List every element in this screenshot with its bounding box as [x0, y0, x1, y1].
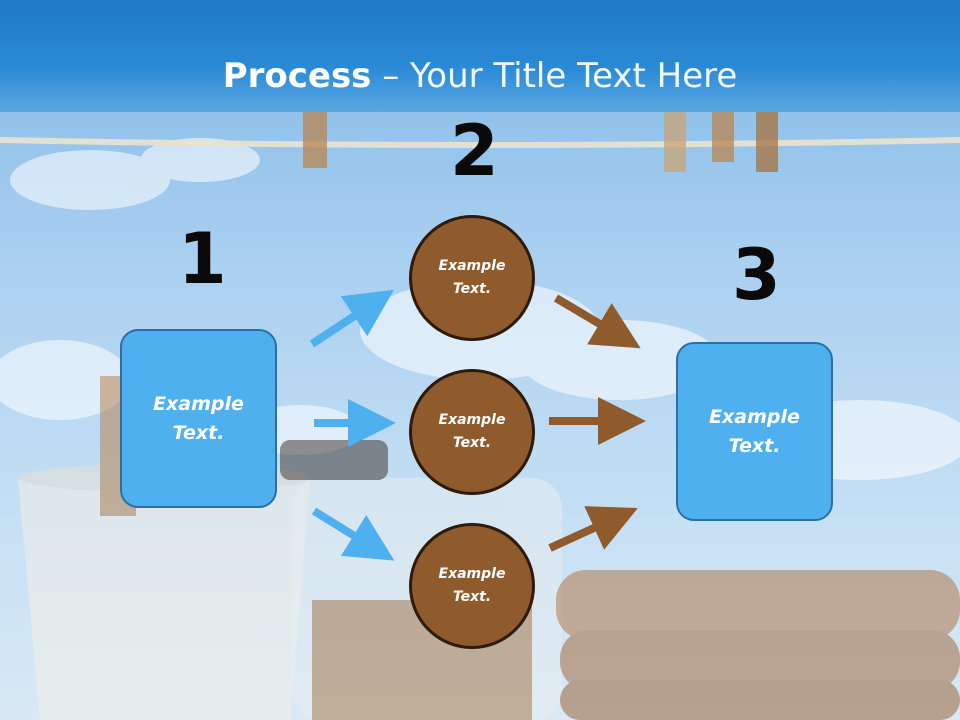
title-bar — [0, 0, 960, 112]
step-2-circle-top: Example Text. — [409, 215, 535, 341]
circle-bottom-line2: Text. — [452, 589, 492, 605]
step-2-circle-bottom: Example Text. — [409, 523, 535, 649]
title-bold: Process — [222, 56, 372, 96]
arrow-1-to-bottom — [311, 507, 395, 561]
circle-middle-line1: Example — [438, 412, 506, 428]
arrow-top-to-3 — [553, 294, 641, 349]
step-1-text-line1: Example — [153, 392, 244, 415]
towels — [556, 570, 960, 720]
step-1-box: Example Text. — [120, 329, 277, 508]
step-number-3: 3 — [732, 234, 781, 316]
title-rest: – Your Title Text Here — [371, 56, 738, 96]
step-number-2: 2 — [450, 110, 499, 192]
clothespins — [303, 112, 778, 172]
arrow-1-to-top — [309, 289, 395, 348]
page-title: Process – Your Title Text Here — [0, 54, 960, 98]
step-3-text-line1: Example — [709, 405, 800, 428]
step-number-1: 1 — [178, 218, 227, 300]
circle-top-line1: Example — [438, 258, 506, 274]
step-3-box: Example Text. — [676, 342, 833, 521]
arrow-bottom-to-3 — [548, 506, 638, 552]
circle-middle-line2: Text. — [452, 435, 492, 451]
step-1-text-line2: Text. — [172, 421, 225, 444]
circle-top-line2: Text. — [452, 281, 492, 297]
circle-bottom-line1: Example — [438, 566, 506, 582]
step-3-text-line2: Text. — [728, 434, 781, 457]
step-2-circle-middle: Example Text. — [409, 369, 535, 495]
